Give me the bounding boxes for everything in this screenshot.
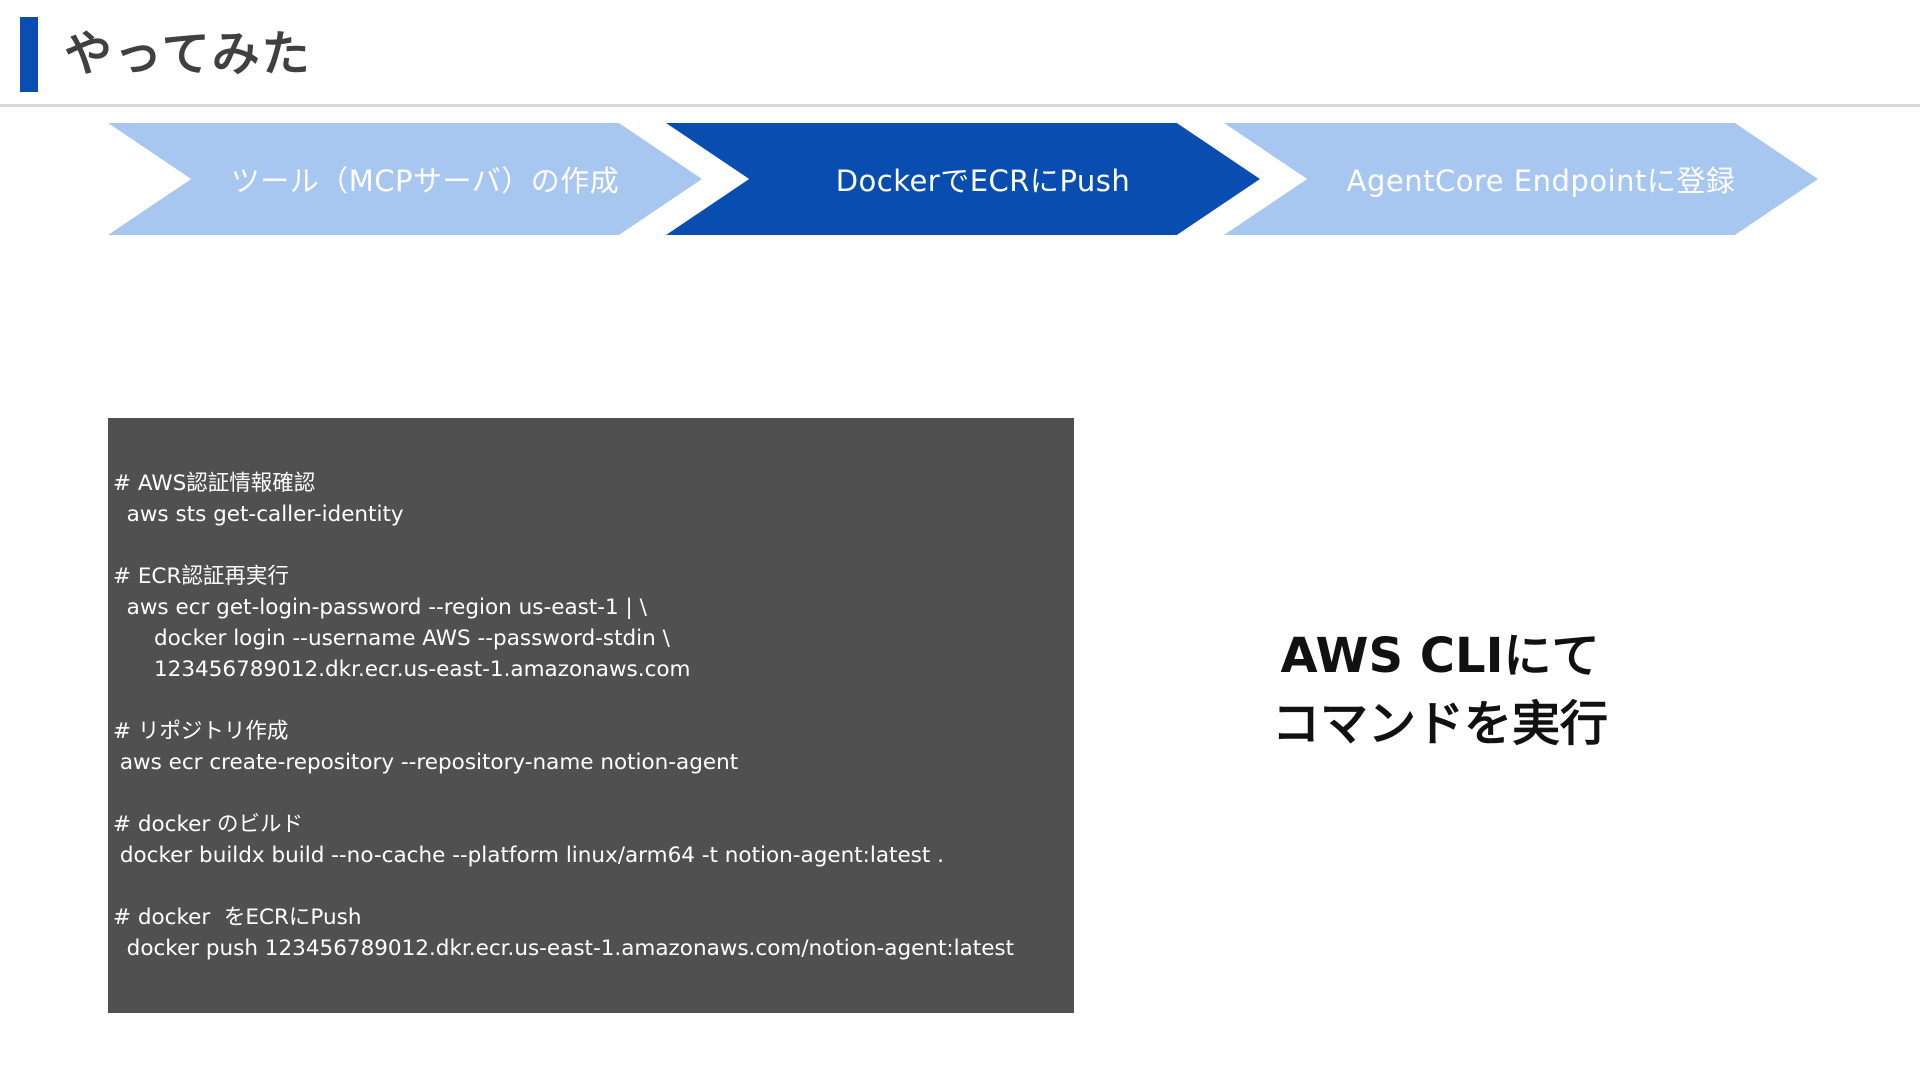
code-block: # AWS認証情報確認 aws sts get-caller-identity … <box>108 418 1074 1013</box>
code-command: 123456789012.dkr.ecr.us-east-1.amazonaws… <box>113 657 691 682</box>
code-command: docker push 123456789012.dkr.ecr.us-east… <box>113 936 1015 961</box>
code-command: aws sts get-caller-identity <box>113 502 404 527</box>
code-comment: # ECR認証再実行 <box>113 564 289 589</box>
process-steps: ツール（MCPサーバ）の作成 DockerでECRにPush AgentCore… <box>0 123 1920 235</box>
title-divider <box>0 104 1920 107</box>
code-comment: # リポジトリ作成 <box>113 719 289 744</box>
code-blank <box>113 530 1074 561</box>
step-create-tool: ツール（MCPサーバ）の作成 <box>108 123 702 235</box>
code-comment: # AWS認証情報確認 <box>113 471 316 496</box>
code-blank <box>113 778 1074 809</box>
code-blank <box>113 871 1074 902</box>
code-blank <box>113 685 1074 716</box>
code-command: docker login --username AWS --password-s… <box>113 626 670 651</box>
code-command: aws ecr get-login-password --region us-e… <box>113 595 647 620</box>
step-label: ツール（MCPサーバ）の作成 <box>230 164 620 198</box>
title-accent-bar <box>20 17 38 92</box>
step-label: DockerでECRにPush <box>835 164 1131 198</box>
step-push-ecr: DockerでECRにPush <box>666 123 1260 235</box>
side-caption: AWS CLIにて コマンドを実行 <box>1200 622 1680 758</box>
page-title: やってみた <box>64 26 312 82</box>
code-comment: # docker をECRにPush <box>113 905 362 930</box>
caption-line-2: コマンドを実行 <box>1271 696 1608 752</box>
caption-line-1: AWS CLIにて <box>1280 628 1600 684</box>
code-command: docker buildx build --no-cache --platfor… <box>113 843 944 868</box>
step-label: AgentCore Endpointに登録 <box>1346 164 1736 198</box>
code-command: aws ecr create-repository --repository-n… <box>113 750 739 775</box>
step-register-endpoint: AgentCore Endpointに登録 <box>1224 123 1818 235</box>
code-comment: # docker のビルド <box>113 812 304 837</box>
